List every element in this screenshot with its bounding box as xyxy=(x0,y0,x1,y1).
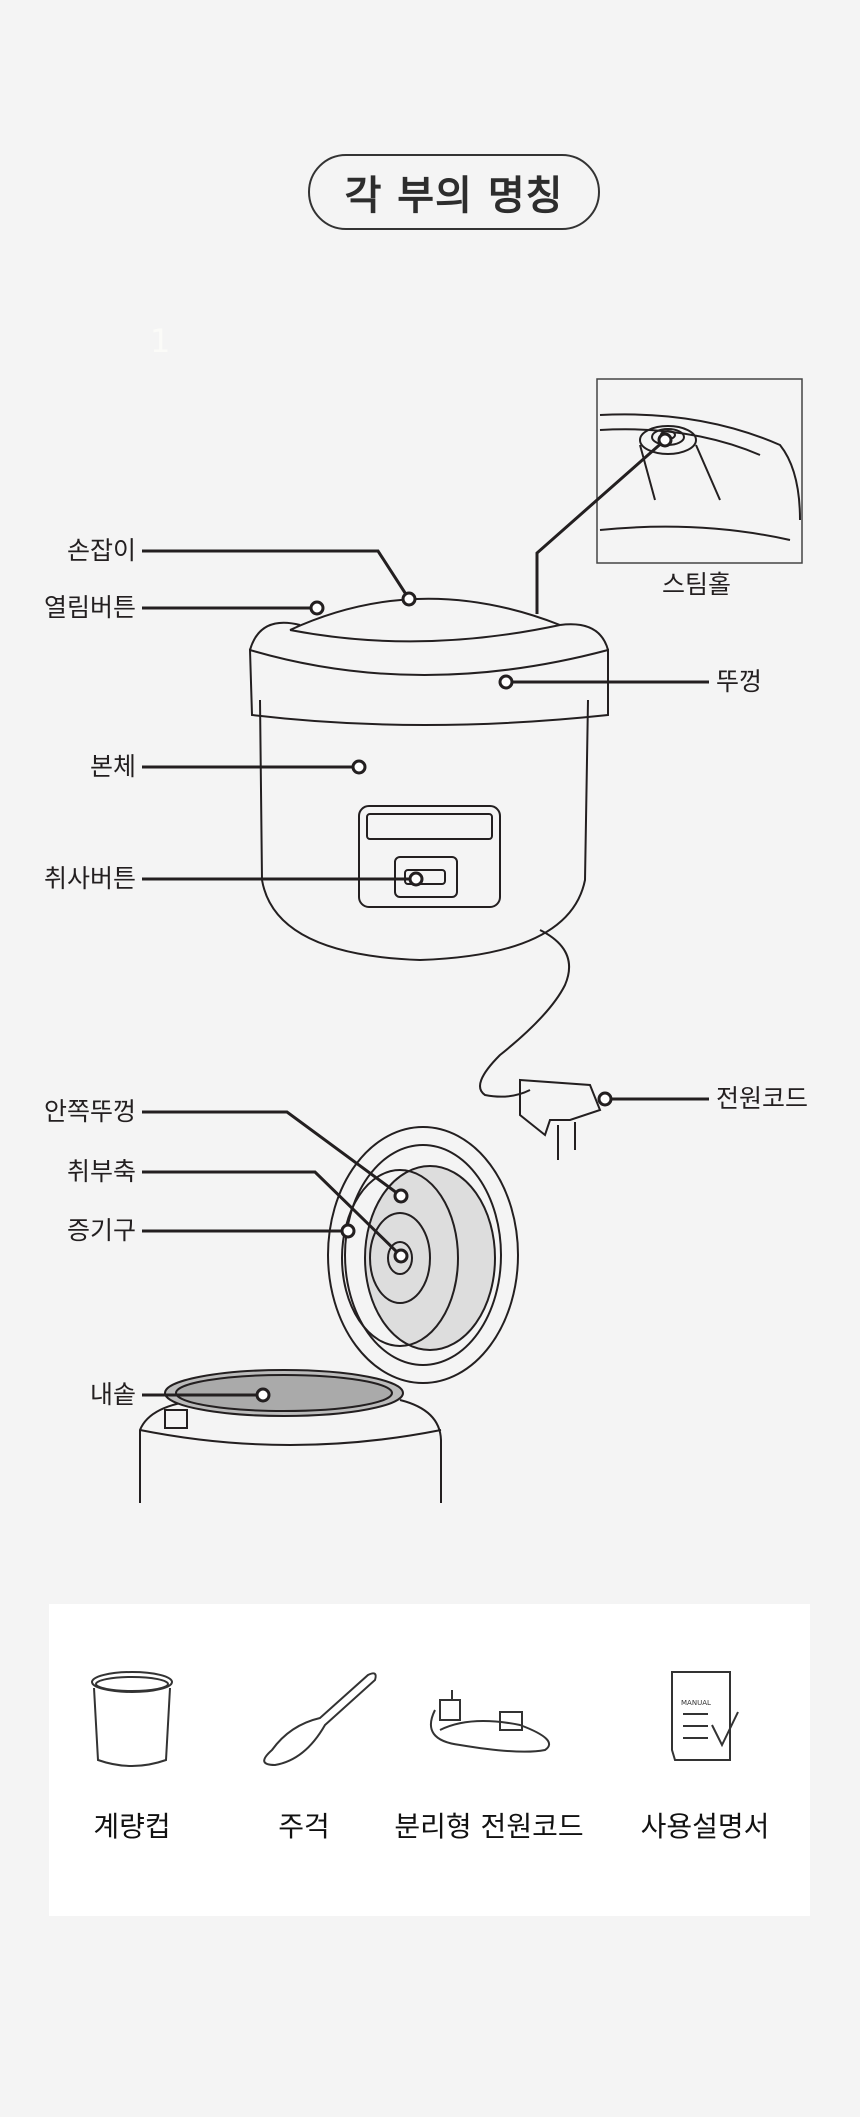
label-body: 본체 xyxy=(89,752,136,781)
accessory-label: 주걱 xyxy=(278,1810,330,1843)
measuring-cup-icon xyxy=(91,1671,173,1767)
steam-hole-inset xyxy=(596,378,803,564)
label-open-button: 열림버튼 xyxy=(43,593,136,622)
accessory-label: 계량컵 xyxy=(93,1810,171,1843)
rice-paddle-icon xyxy=(263,1672,377,1767)
label-lid: 뚜껑 xyxy=(716,667,763,696)
open-rice-cooker xyxy=(139,1126,519,1503)
power-cord-icon xyxy=(429,1690,551,1753)
accessory-label: 분리형 전원코드 xyxy=(394,1810,584,1843)
manual-icon-text: MANUAL xyxy=(681,1699,711,1707)
label-lid-shaft: 취부축 xyxy=(66,1157,136,1186)
label-steam-vent: 증기구 xyxy=(66,1216,136,1245)
leader-lines xyxy=(142,432,709,1403)
label-inner-pot: 내솥 xyxy=(89,1380,136,1409)
rice-cooker-body xyxy=(248,597,609,1160)
label-handle: 손잡이 xyxy=(66,536,136,565)
page-title: 각 부의 명칭 xyxy=(308,154,600,230)
accessory-label: 사용설명서 xyxy=(640,1810,770,1843)
manual-icon xyxy=(671,1671,739,1761)
label-inner-lid: 안쪽뚜껑 xyxy=(43,1097,136,1126)
section-number: 1 xyxy=(150,322,171,360)
label-steam-hole: 스팀홀 xyxy=(662,570,732,599)
label-cook-button: 취사버튼 xyxy=(43,864,136,893)
label-power-cord: 전원코드 xyxy=(716,1084,809,1113)
